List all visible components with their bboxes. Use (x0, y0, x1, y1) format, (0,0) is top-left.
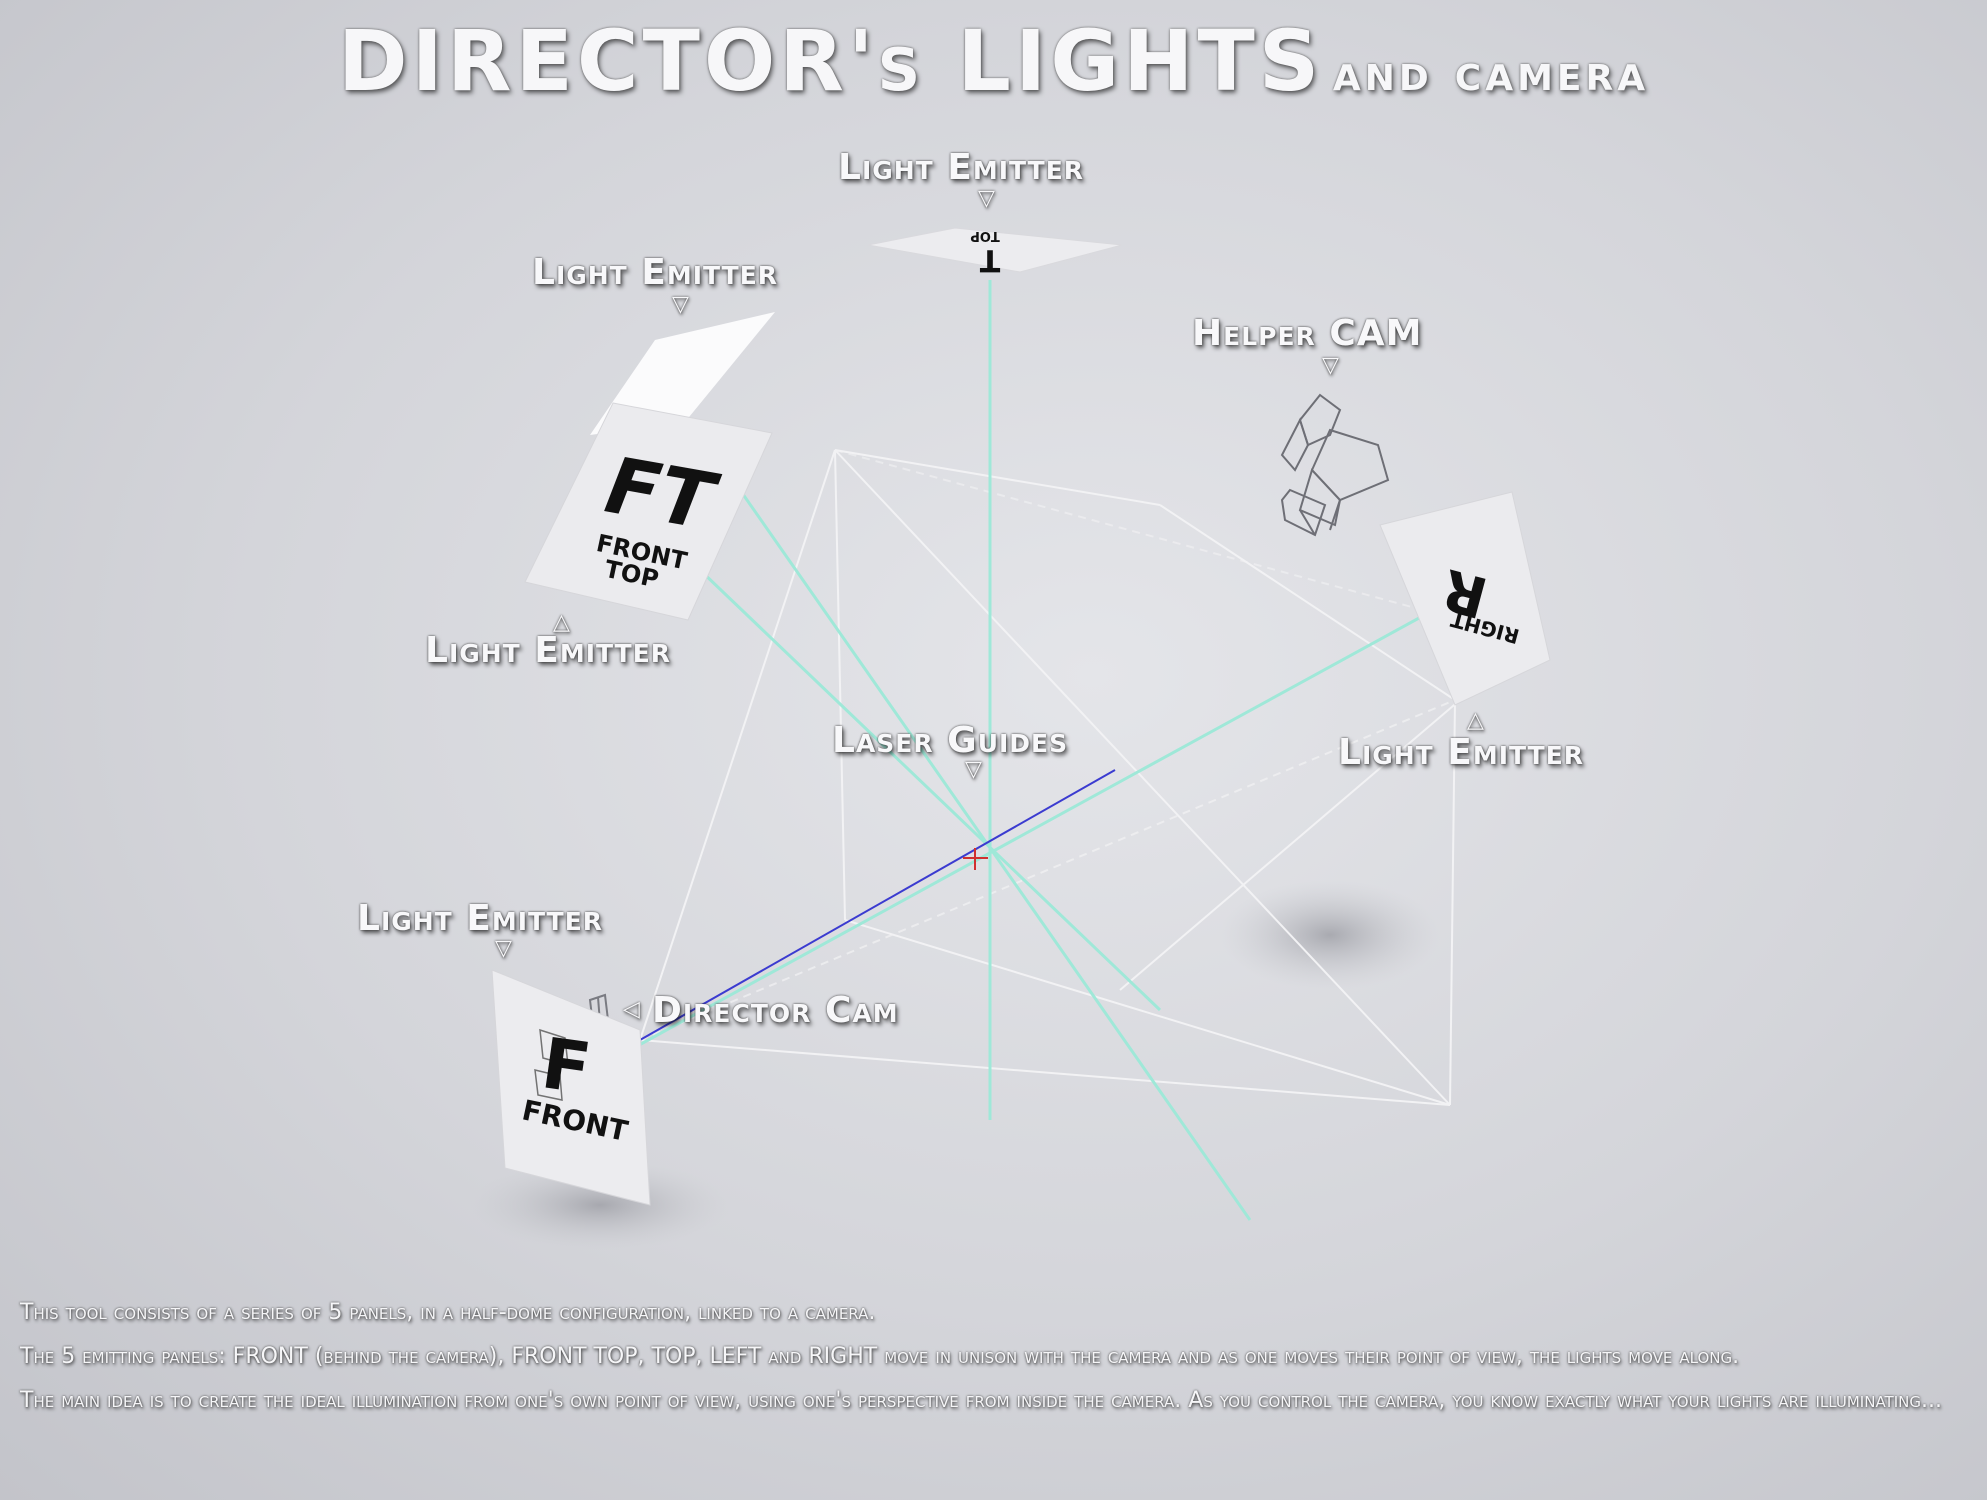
front-top-panel: FT FRONT TOP (524, 312, 775, 621)
up-arrow-icon: △ (553, 610, 570, 635)
label-light-emitter-front-top: Light Emitter (532, 252, 779, 293)
label-director-cam: Director Cam (652, 990, 899, 1031)
title-sub: and camera (1332, 43, 1650, 103)
front-top-panel-abbr: FT (599, 441, 725, 549)
top-panel-name: TOP (970, 228, 999, 243)
top-panel-abbr: T (979, 242, 1000, 277)
note-paragraph: This tool consists of a series of 5 pane… (20, 1300, 876, 1325)
label-laser-guides: Laser Guides (832, 720, 1069, 761)
floor-shadow (470, 1160, 730, 1250)
down-arrow-icon: ▽ (978, 186, 995, 211)
front-panel-abbr: F (537, 1022, 596, 1110)
label-light-emitter-front-top-below: Light Emitter (425, 630, 672, 671)
down-arrow-icon: ▽ (672, 292, 689, 317)
down-arrow-icon: ▽ (495, 936, 512, 961)
description-notes: This tool consists of a series of 5 pane… (20, 1300, 1960, 1432)
page-title: DIRECTOR's LIGHTS and camera (0, 12, 1987, 110)
label-helper-cam: Helper CAM (1192, 313, 1423, 354)
label-light-emitter-front: Light Emitter (357, 898, 604, 939)
right-panel: R RIGHT (1379, 491, 1551, 706)
down-arrow-icon: ▽ (965, 757, 982, 782)
left-arrow-icon: ◁ (623, 997, 640, 1022)
top-panel: T TOP (867, 227, 1123, 277)
floor-shadow (1220, 880, 1440, 990)
front-panel-cam-overlay (534, 1028, 569, 1101)
down-arrow-icon: ▽ (1322, 353, 1339, 378)
laser-guides (629, 280, 1431, 1221)
note-paragraph: The 5 emitting panels: FRONT (behind the… (20, 1344, 1740, 1369)
front-panel: F FRONT (491, 969, 651, 1206)
director-cam-axis (639, 769, 1116, 1041)
title-main: DIRECTOR's LIGHTS (337, 12, 1324, 110)
up-arrow-icon: △ (1467, 708, 1484, 733)
label-light-emitter-right: Light Emitter (1338, 732, 1585, 773)
note-paragraph: The main idea is to create the ideal ill… (20, 1388, 1942, 1413)
wireframe-cube (639, 449, 1461, 1106)
label-light-emitter-top: Light Emitter (838, 147, 1085, 188)
helper-cam-model (1280, 393, 1390, 537)
